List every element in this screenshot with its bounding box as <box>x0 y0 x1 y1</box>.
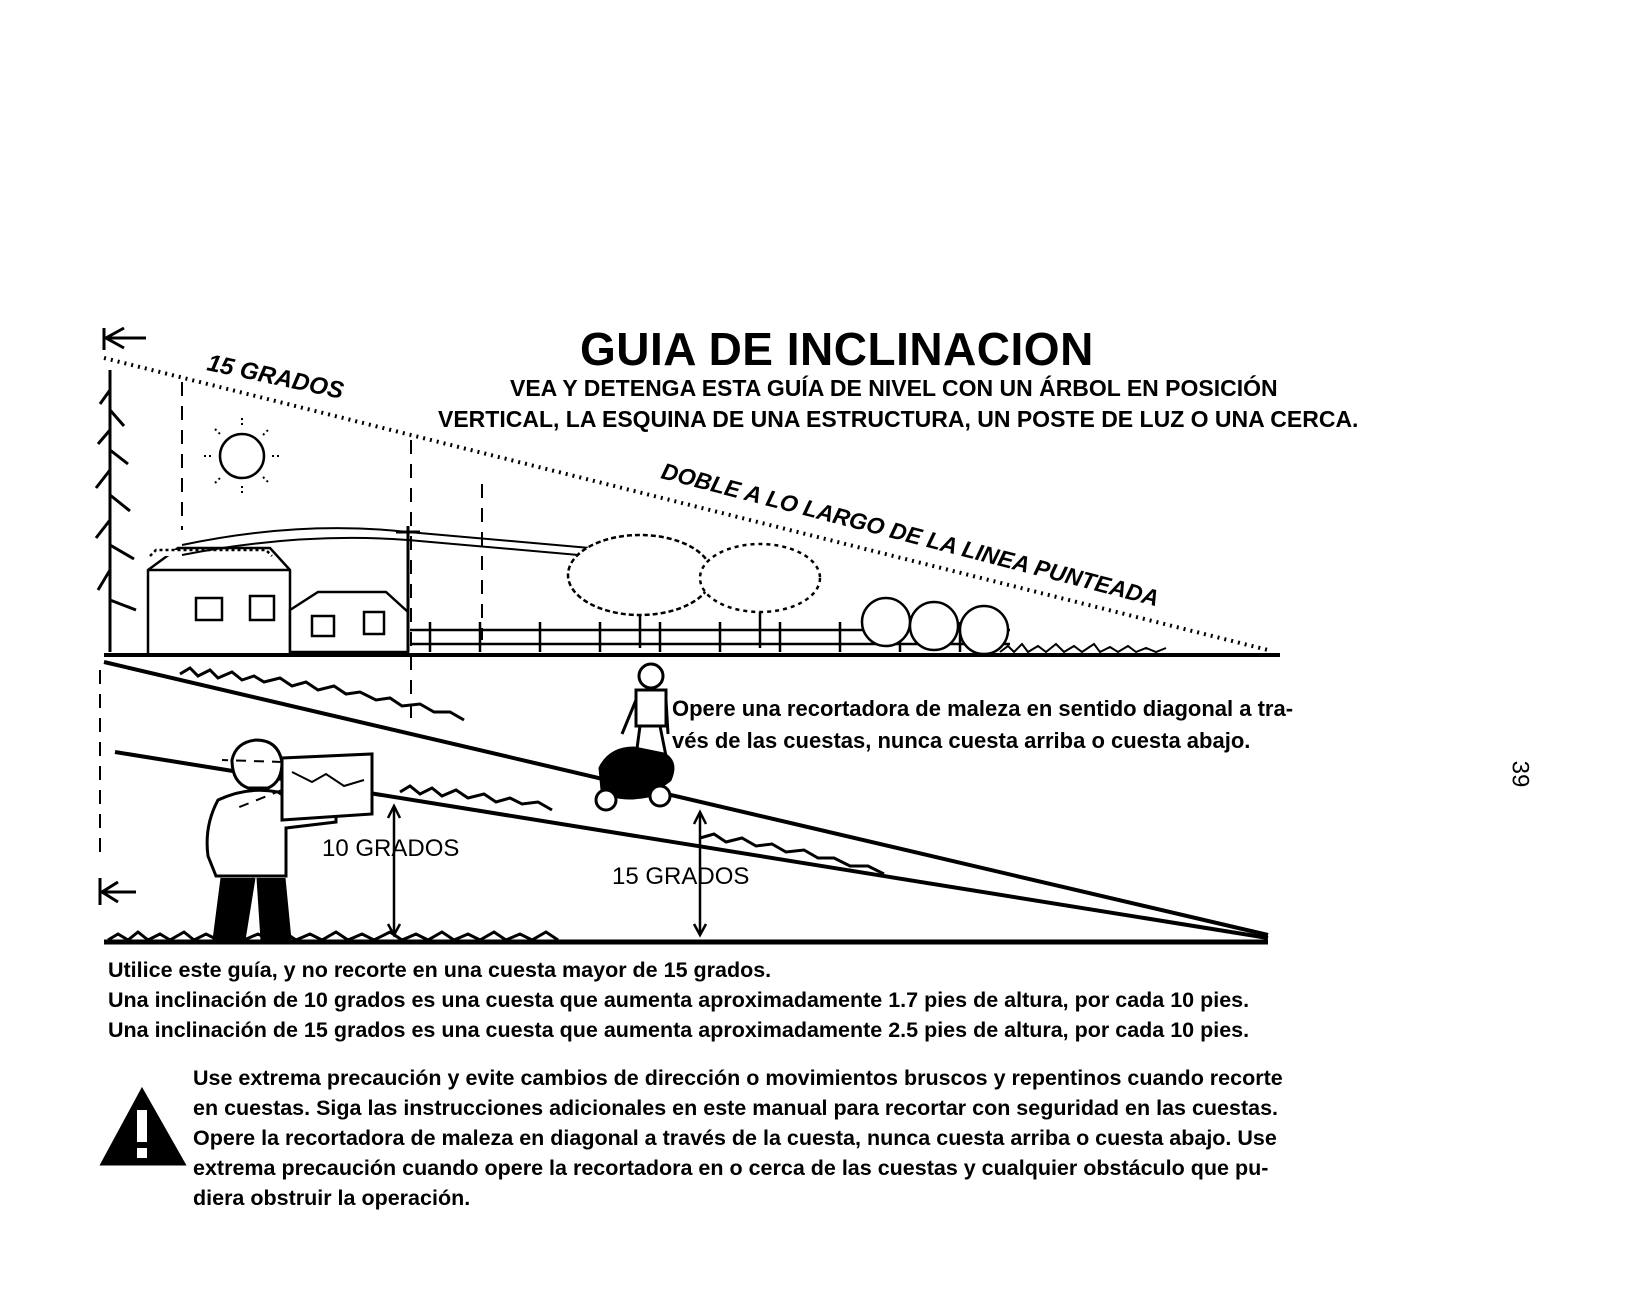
person-mowing-icon <box>594 662 675 812</box>
upper-slope-15 <box>103 660 1269 937</box>
dashed-guides <box>99 382 483 862</box>
page-title: GUIA DE INCLINACION <box>580 323 1094 375</box>
warning-triangle-icon <box>99 1086 187 1166</box>
note-line-2: Una inclinación de 10 grados es una cues… <box>108 988 1250 1012</box>
slope-notes: Utilice este guía, y no recorte en una c… <box>108 955 1249 1045</box>
warning-line-5: diera obstruir la operación. <box>193 1186 471 1210</box>
note-line-3: Una inclinación de 15 grados es una cues… <box>108 1018 1250 1042</box>
mowing-caption: Opere una recortadora de maleza en senti… <box>672 693 1293 757</box>
house-icon <box>146 546 410 657</box>
measure-arrow-10 <box>386 803 402 938</box>
label-10-grados: 10 GRADOS <box>322 835 460 862</box>
bottom-arrow-icon <box>98 878 136 905</box>
measure-arrow-15 <box>692 809 708 938</box>
top-angle-label: 15 GRADOS <box>205 349 346 404</box>
warning-line-2: en cuestas. Siga las instrucciones adici… <box>193 1096 1279 1120</box>
subtitle-line-1: VEA Y DETENGA ESTA GUÍA DE NIVEL CON UN … <box>510 375 1278 401</box>
label-15-grados: 15 GRADOS <box>612 863 750 890</box>
mowing-caption-line-1: Opere una recortadora de maleza en senti… <box>672 696 1294 721</box>
page-number: 39 <box>1506 760 1534 788</box>
top-arrow-icon <box>102 326 146 350</box>
utility-pole-icon <box>181 526 591 652</box>
tree-icon <box>94 370 137 652</box>
note-line-1: Utilice este guía, y no recorte en una c… <box>108 958 772 982</box>
subtitle-line-2: VERTICAL, LA ESQUINA DE UNA ESTRUCTURA, … <box>438 406 1359 432</box>
trees-icon <box>566 533 1010 656</box>
warning-line-4: extrema precaución cuando opere la recor… <box>193 1156 1269 1180</box>
warning-line-3: Opere la recortadora de maleza en diagon… <box>193 1126 1277 1150</box>
person-with-guide-icon <box>205 738 374 942</box>
warning-text: Use extrema precaución y evite cambios d… <box>193 1063 1283 1213</box>
sun-icon <box>204 418 280 494</box>
mid-slope-grass <box>399 784 885 876</box>
upper-slope-grass <box>179 666 465 722</box>
bottom-grass <box>107 930 559 942</box>
mowing-caption-line-2: vés de las cuestas, nunca cuesta arriba … <box>672 728 1251 753</box>
distant-grass <box>999 642 1167 654</box>
warning-line-1: Use extrema precaución y evite cambios d… <box>193 1066 1283 1090</box>
